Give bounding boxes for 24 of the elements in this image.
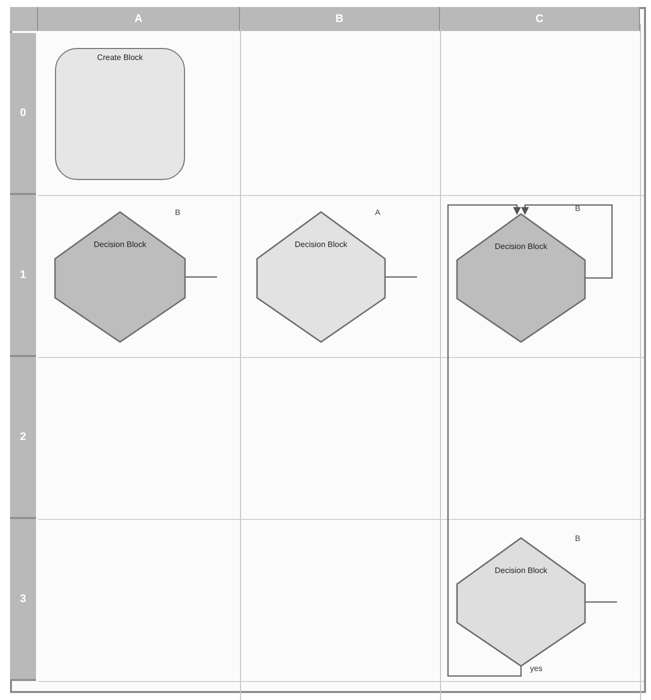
row-header: 3 [10, 519, 36, 681]
node-note: B [175, 208, 180, 217]
decision-hexagon [457, 214, 585, 342]
node-label: Decision Block [494, 566, 548, 575]
node-label: Decision Block [294, 240, 348, 249]
row-header: 1 [10, 195, 36, 357]
column-header: B [240, 7, 440, 31]
node-note: B [575, 204, 580, 213]
connector [385, 276, 417, 278]
node-label: Decision Block [92, 240, 148, 249]
row-header: 0 [10, 33, 36, 195]
column-header: C [440, 7, 640, 31]
connector [521, 204, 613, 279]
process-box [55, 48, 185, 180]
node-label: Decision Block [494, 242, 548, 251]
column-header: A [38, 7, 240, 31]
node-label: Create Block [96, 53, 144, 62]
node-note: B [575, 534, 580, 543]
row-header: 2 [10, 357, 36, 519]
edge-label: yes [529, 664, 544, 673]
connector [185, 276, 217, 278]
node-note: A [375, 208, 380, 217]
connector [585, 601, 617, 603]
connector [447, 204, 522, 677]
